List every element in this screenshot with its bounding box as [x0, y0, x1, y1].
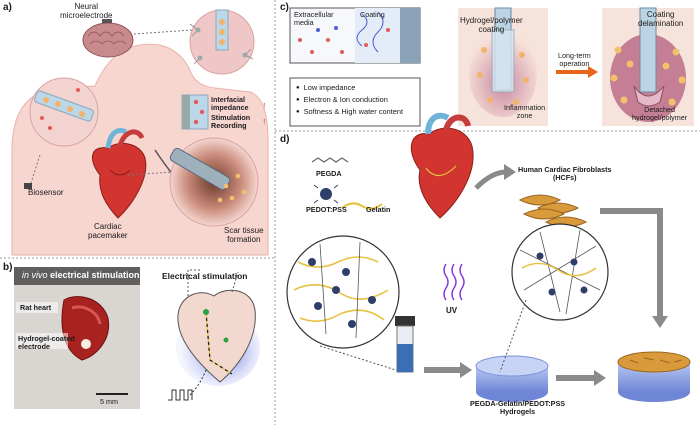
neuron-zoom-circle [189, 9, 255, 75]
scar-tissue-zoom-circle [169, 137, 259, 227]
photo-title: in vivo electrical stimulation [22, 270, 140, 280]
label-extracellular-media: Extracellular media [294, 10, 334, 28]
pedot-particle-icon [313, 184, 339, 204]
cells-to-dish-arrow [600, 208, 668, 328]
hydrogel-network-zoom-left [286, 235, 400, 349]
photo-title-rest: electrical stimulation [47, 270, 140, 280]
label-scale-bar: 5 mm [100, 397, 118, 406]
panel-label-d: d) [280, 134, 290, 145]
label-hydrogel-coating: Hydrogel/polymer coating [460, 16, 523, 35]
vial-icon [395, 316, 415, 373]
label-interfacial-impedance: Interfacial impedance [211, 95, 249, 113]
panel-label-b: b) [3, 262, 13, 273]
label-scar-tissue: Scar tissue formation [224, 226, 264, 245]
label-stimulation: Stimulation [211, 113, 251, 122]
implanted-probe-after [602, 7, 694, 126]
brain-icon [82, 19, 134, 58]
long-term-arrow [556, 66, 598, 78]
impedance-arrow: ↑ [262, 100, 267, 110]
property-item: Softness & High water content [296, 107, 403, 117]
label-hydrogel-name: PEGDA-Gelatin/PEDOT:PSS Hydrogels [470, 399, 566, 417]
label-neural-microelectrode: Neural microelectrode [60, 2, 113, 21]
label-long-term: Long-term operation [558, 51, 591, 69]
coating-interface-box [289, 7, 421, 64]
label-hydrogel-electrode: Hydrogel-coated electrode [18, 334, 75, 352]
fibroblast-cells-icon [518, 194, 588, 228]
gelatin-strand-icon [341, 202, 383, 210]
panel-label-a: a) [3, 2, 12, 13]
label-pedot: PEDOT:PSS [306, 205, 347, 214]
heart-illustration-d [410, 112, 474, 219]
heart-illustration-a [92, 128, 147, 219]
heart-schematic-b [168, 269, 260, 401]
rat-heart-photo [14, 267, 140, 409]
label-coating-delamination: Coating delamination [638, 10, 684, 29]
properties-list: Low impedance Electron & Ion conduction … [296, 83, 403, 120]
biosensor-zoom-circle [29, 77, 99, 147]
heart-to-cells-arrow [474, 164, 516, 190]
label-rat-heart: Rat heart [20, 303, 52, 312]
property-item: Electron & Ion conduction [296, 95, 403, 105]
label-inflammation-zone: Inflammation zone [504, 103, 546, 121]
biosensor-patch [24, 183, 32, 189]
pegda-molecule-icon [311, 157, 349, 163]
pulse-waveform-icon [168, 389, 193, 401]
microelectrode-tip [102, 19, 112, 23]
label-hcf: Human Cardiac Fibroblasts (HCFs) [518, 165, 612, 183]
hydrogel-to-dish-arrow [556, 370, 606, 386]
label-gelatin: Gelatin [366, 205, 391, 214]
hydrogel-network-zoom-right [511, 223, 609, 321]
uv-rays-icon [443, 263, 465, 301]
implanted-probe-before [458, 7, 548, 126]
stim-arrow: ↑ [262, 116, 267, 126]
label-coating: Coating [360, 10, 385, 19]
vial-to-hydrogel-arrow [424, 362, 472, 378]
panel-label-c: c) [280, 2, 289, 13]
label-detached: Detached hydrogel/polymer [632, 105, 688, 123]
label-electrical-stimulation: Electrical stimulation [162, 271, 248, 281]
label-cardiac-pacemaker: Cardiac pacemaker [88, 222, 128, 241]
cell-seeded-dish [617, 351, 691, 402]
label-biosensor: Biosensor [28, 188, 64, 197]
hydrogel-disk [475, 355, 549, 402]
property-item: Low impedance [296, 83, 403, 93]
electrode-cross-section [181, 94, 209, 130]
label-uv: UV [446, 306, 458, 315]
photo-title-italic: in vivo [22, 270, 48, 280]
label-pegda: PEGDA [316, 169, 342, 178]
label-recording: Recording [211, 121, 247, 130]
